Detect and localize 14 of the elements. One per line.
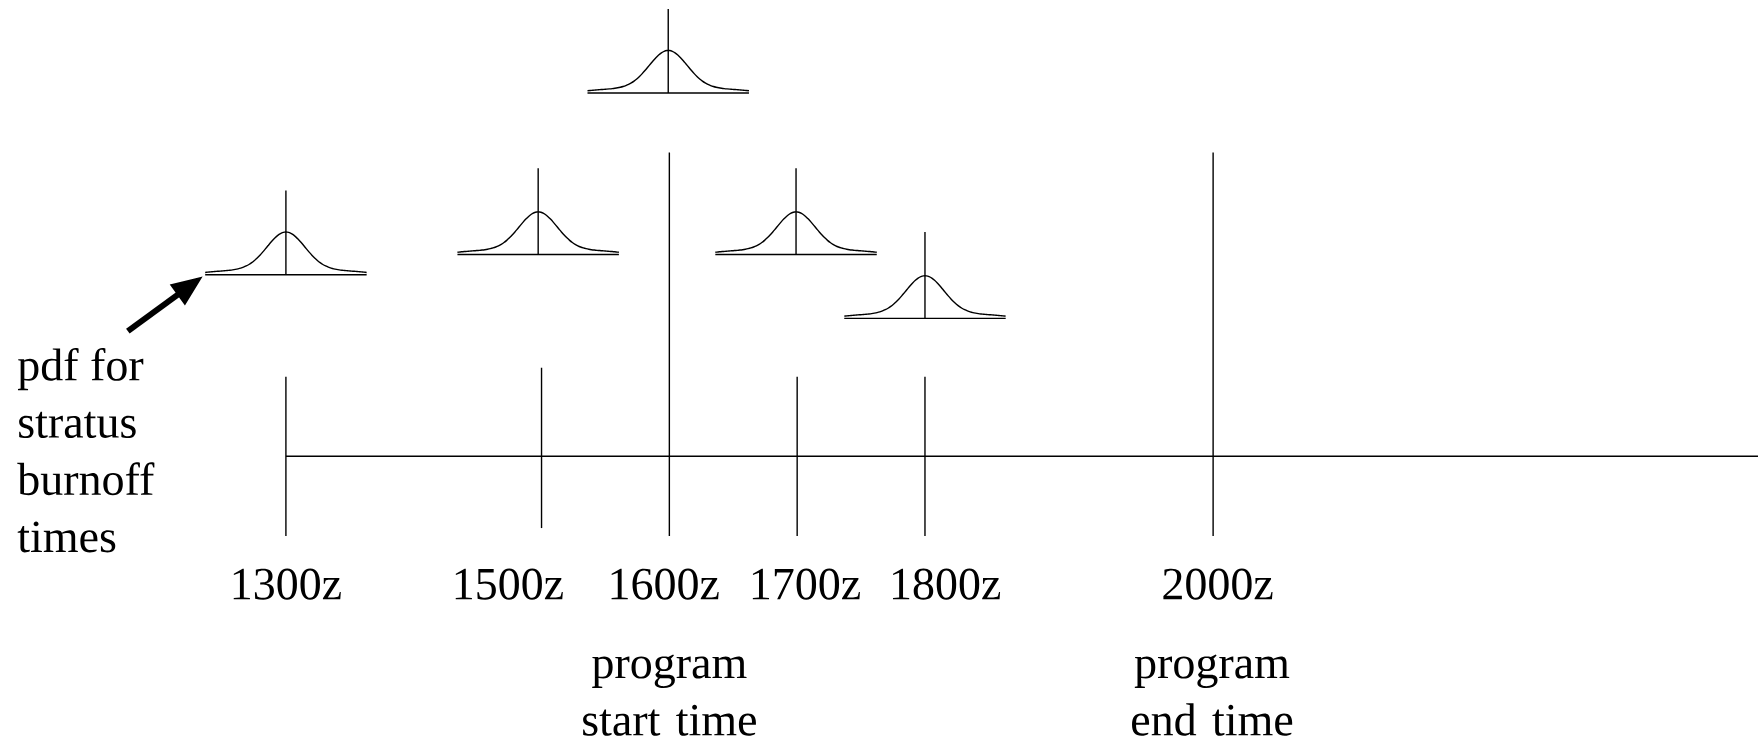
note-text: program start time bbox=[583, 654, 756, 736]
time-label: 1600z bbox=[611, 568, 719, 600]
pdf-curve bbox=[843, 231, 1007, 319]
pdf-curve bbox=[456, 167, 620, 255]
time-label: 1500z bbox=[455, 568, 563, 600]
time-label: 1700z bbox=[752, 568, 860, 600]
note-text: program end time bbox=[1132, 654, 1293, 736]
time-label: 1800z bbox=[893, 568, 1001, 600]
time-label: 1300z bbox=[233, 568, 341, 600]
pdf-curve bbox=[714, 167, 878, 255]
time-label: 2000z bbox=[1163, 568, 1273, 600]
pdf-curve bbox=[586, 8, 750, 94]
pdf-curve bbox=[204, 189, 368, 276]
text-label: pdf for stratus burnoff times bbox=[17, 347, 155, 553]
